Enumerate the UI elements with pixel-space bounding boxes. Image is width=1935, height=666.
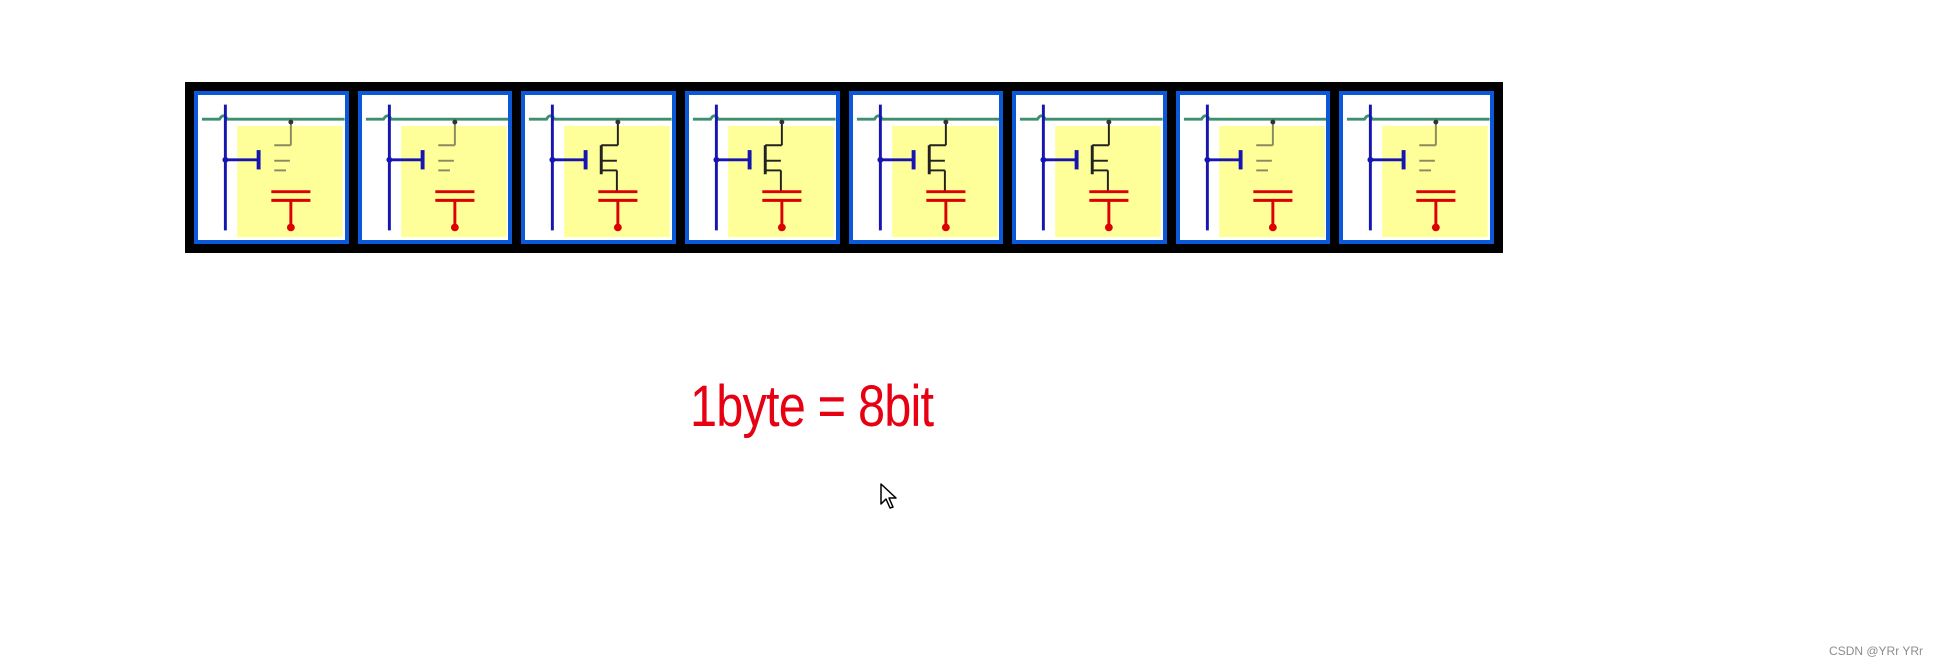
- word-line: [692, 114, 836, 121]
- memory-cell-3: [521, 91, 676, 244]
- ground-node: [286, 223, 295, 232]
- memory-cell-7: [1175, 91, 1331, 244]
- word-line: [365, 114, 509, 121]
- memory-cell-inner: [852, 95, 1000, 240]
- memory-cell-8: [1339, 91, 1494, 244]
- word-line: [1020, 114, 1163, 121]
- memory-byte-strip: [185, 82, 1503, 253]
- ground-node: [941, 223, 950, 232]
- ground-node: [1105, 223, 1113, 232]
- ground-node: [614, 223, 623, 232]
- memory-cell-inner: [525, 95, 672, 240]
- memory-cell-inner: [1179, 95, 1327, 240]
- ground-node: [777, 223, 786, 232]
- memory-cell-inner: [361, 95, 509, 240]
- word-line: [1183, 114, 1327, 121]
- word-line: [856, 114, 1000, 121]
- word-line: [201, 114, 345, 121]
- memory-cell-5: [848, 91, 1004, 244]
- ground-node: [1268, 223, 1277, 232]
- memory-cell-inner: [198, 95, 345, 240]
- word-line: [529, 114, 672, 121]
- memory-cell-inner: [1016, 95, 1163, 240]
- memory-cell-inner: [1343, 95, 1490, 240]
- ground-node: [450, 223, 459, 232]
- mouse-pointer-icon: [880, 483, 897, 509]
- memory-cell-2: [357, 91, 513, 244]
- word-line: [1347, 114, 1490, 121]
- ground-node: [1432, 223, 1441, 232]
- memory-cell-inner: [688, 95, 836, 240]
- memory-cell-6: [1012, 91, 1167, 244]
- memory-cell-1: [194, 91, 349, 244]
- memory-cell-4: [684, 91, 840, 244]
- byte-equation-text: 1byte = 8bit: [690, 374, 934, 439]
- watermark: CSDN @YRr YRr: [1829, 644, 1923, 658]
